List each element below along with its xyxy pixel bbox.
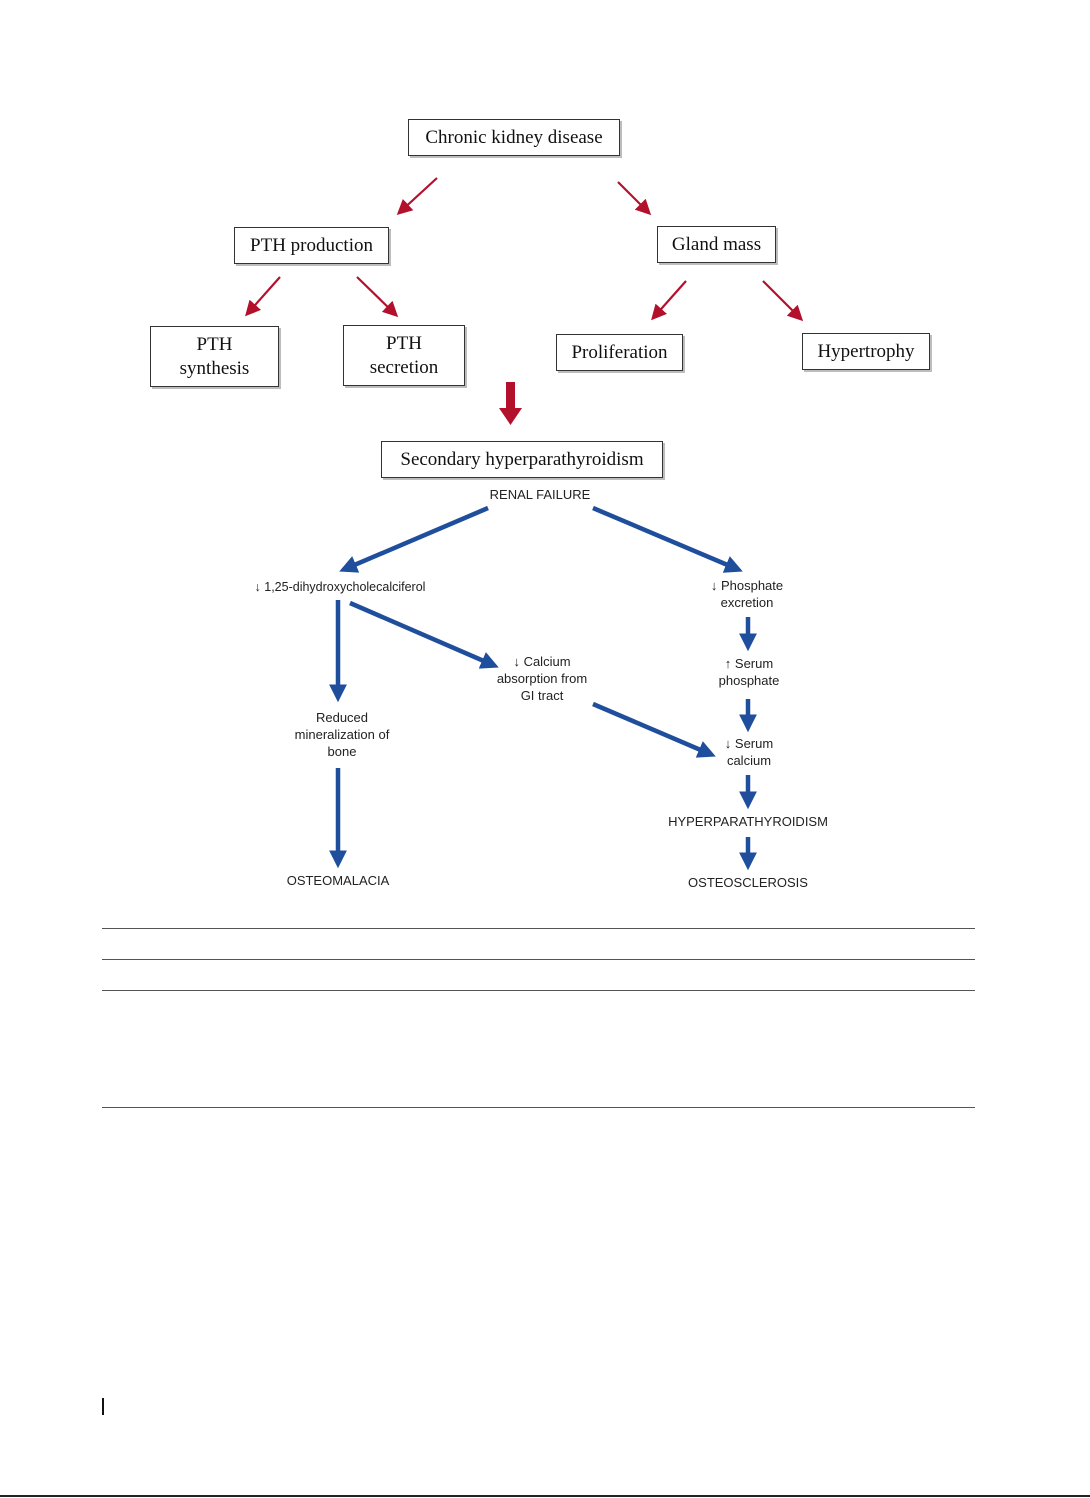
table-rule-header xyxy=(102,959,975,960)
label-calcium-absorption: ↓ Calcium absorption from GI tract xyxy=(496,654,588,703)
table-rule-row xyxy=(102,990,975,991)
node-hypertrophy: Hypertrophy xyxy=(802,333,930,370)
label-dihydroxycholecalciferol: ↓ 1,25-dihydroxycholecalciferol xyxy=(254,580,426,594)
node-pth-secretion: PTH secretion xyxy=(343,325,465,386)
node-proliferation: Proliferation xyxy=(556,334,683,371)
node-chronic-kidney-disease: Chronic kidney disease xyxy=(408,119,620,156)
node-gland-mass: Gland mass xyxy=(657,226,776,263)
arrow-dihydroxy-to-calcium-absorption xyxy=(349,600,499,669)
label-serum-calcium: ↓ Serum calcium xyxy=(724,736,774,768)
page-bottom-rule xyxy=(0,1495,1090,1497)
label-serum-phosphate: ↑ Serum phosphate xyxy=(718,656,780,688)
label-hyperparathyroidism: HYPERPARATHYROIDISM xyxy=(668,814,828,829)
arrow-calcium-absorption-to-serum-calcium xyxy=(592,701,716,758)
arrow-renal-to-dihydroxy xyxy=(339,505,489,573)
label-osteosclerosis: OSTEOSCLEROSIS xyxy=(688,875,808,890)
table-rule-top xyxy=(102,928,975,929)
arrow-gland-mass-to-hypertrophy xyxy=(762,280,804,322)
arrow-ckd-to-gland-mass xyxy=(617,181,652,216)
node-pth-production: PTH production xyxy=(234,227,389,264)
arrow-ckd-to-pth-production xyxy=(396,177,438,215)
label-phosphate-excretion: ↓ Phosphate excretion xyxy=(710,578,784,610)
arrow-to-secondary-hyperparathyroidism xyxy=(499,382,522,425)
node-secondary-hyperparathyroidism: Secondary hyperparathyroidism xyxy=(381,441,663,478)
page-margin-marker xyxy=(102,1398,104,1415)
arrow-pth-production-to-secretion xyxy=(356,276,399,318)
node-pth-synthesis: PTH synthesis xyxy=(150,326,279,387)
arrow-pth-production-to-synthesis xyxy=(245,276,281,317)
flowchart-arrows xyxy=(245,177,804,871)
label-osteomalacia: OSTEOMALACIA xyxy=(286,873,390,888)
arrow-gland-mass-to-proliferation xyxy=(651,280,687,321)
label-renal-failure: RENAL FAILURE xyxy=(489,487,591,502)
arrow-renal-to-phosphate xyxy=(592,505,743,573)
table-rule-bottom xyxy=(102,1107,975,1108)
label-reduced-mineralization: Reduced mineralization of bone xyxy=(294,710,390,759)
